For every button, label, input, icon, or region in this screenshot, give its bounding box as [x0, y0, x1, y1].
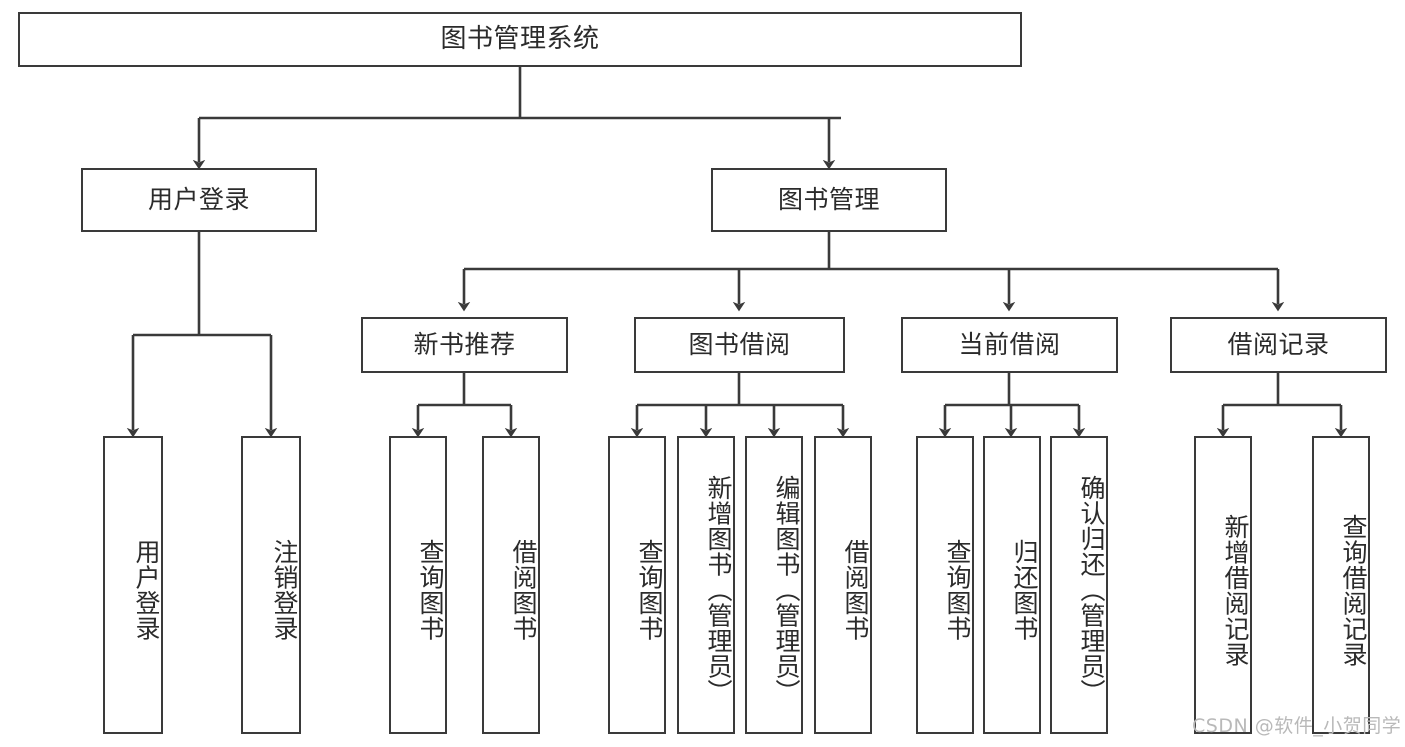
node-leaf-logout-login-label: 注销登录	[270, 539, 299, 641]
node-current-borrow[interactable]: 当前借阅	[901, 317, 1118, 373]
node-book-borrow[interactable]: 图书借阅	[634, 317, 845, 373]
node-borrow-record[interactable]: 借阅记录	[1170, 317, 1387, 373]
node-leaf-query-record-label: 查询借阅记录	[1339, 513, 1368, 667]
node-root-label: 图书管理系统	[440, 24, 600, 55]
node-leaf-borrow-book-1-label: 借阅图书	[509, 539, 538, 641]
node-leaf-query-book-2-label: 查询图书	[635, 539, 664, 641]
node-leaf-confirm-return[interactable]: 确认归还（管理员）	[1050, 436, 1108, 734]
node-leaf-query-book-1-label: 查询图书	[416, 539, 445, 641]
node-leaf-return-book-label: 归还图书	[1010, 539, 1039, 641]
node-leaf-edit-book[interactable]: 编辑图书（管理员）	[745, 436, 803, 734]
node-book-borrow-label: 图书借阅	[688, 330, 791, 360]
node-leaf-query-book-3-label: 查询图书	[943, 539, 972, 641]
node-user-login-label: 用户登录	[147, 185, 250, 215]
node-leaf-user-login-label: 用户登录	[132, 539, 161, 641]
node-user-login[interactable]: 用户登录	[81, 168, 317, 232]
node-leaf-add-book-label: 新增图书（管理员）	[704, 475, 733, 705]
node-leaf-query-book-1[interactable]: 查询图书	[389, 436, 447, 734]
node-leaf-add-record-label: 新增借阅记录	[1221, 513, 1250, 667]
node-book-manage-label: 图书管理	[777, 185, 880, 215]
node-leaf-add-record[interactable]: 新增借阅记录	[1194, 436, 1252, 734]
node-leaf-borrow-book-2[interactable]: 借阅图书	[814, 436, 872, 734]
node-new-book-recommend-label: 新书推荐	[413, 330, 516, 360]
node-leaf-query-record[interactable]: 查询借阅记录	[1312, 436, 1370, 734]
node-borrow-record-label: 借阅记录	[1227, 330, 1330, 360]
watermark: CSDN @软件_小贺同学	[1192, 715, 1402, 737]
node-leaf-borrow-book-2-label: 借阅图书	[841, 539, 870, 641]
node-leaf-user-login[interactable]: 用户登录	[103, 436, 163, 734]
node-book-manage[interactable]: 图书管理	[711, 168, 947, 232]
node-root[interactable]: 图书管理系统	[18, 12, 1022, 67]
node-leaf-query-book-2[interactable]: 查询图书	[608, 436, 666, 734]
node-current-borrow-label: 当前借阅	[958, 330, 1061, 360]
node-leaf-query-book-3[interactable]: 查询图书	[916, 436, 974, 734]
node-leaf-return-book[interactable]: 归还图书	[983, 436, 1041, 734]
node-new-book-recommend[interactable]: 新书推荐	[361, 317, 568, 373]
node-leaf-logout-login[interactable]: 注销登录	[241, 436, 301, 734]
node-leaf-edit-book-label: 编辑图书（管理员）	[772, 475, 801, 705]
node-leaf-add-book[interactable]: 新增图书（管理员）	[677, 436, 735, 734]
node-leaf-borrow-book-1[interactable]: 借阅图书	[482, 436, 540, 734]
node-leaf-confirm-return-label: 确认归还（管理员）	[1077, 475, 1106, 705]
